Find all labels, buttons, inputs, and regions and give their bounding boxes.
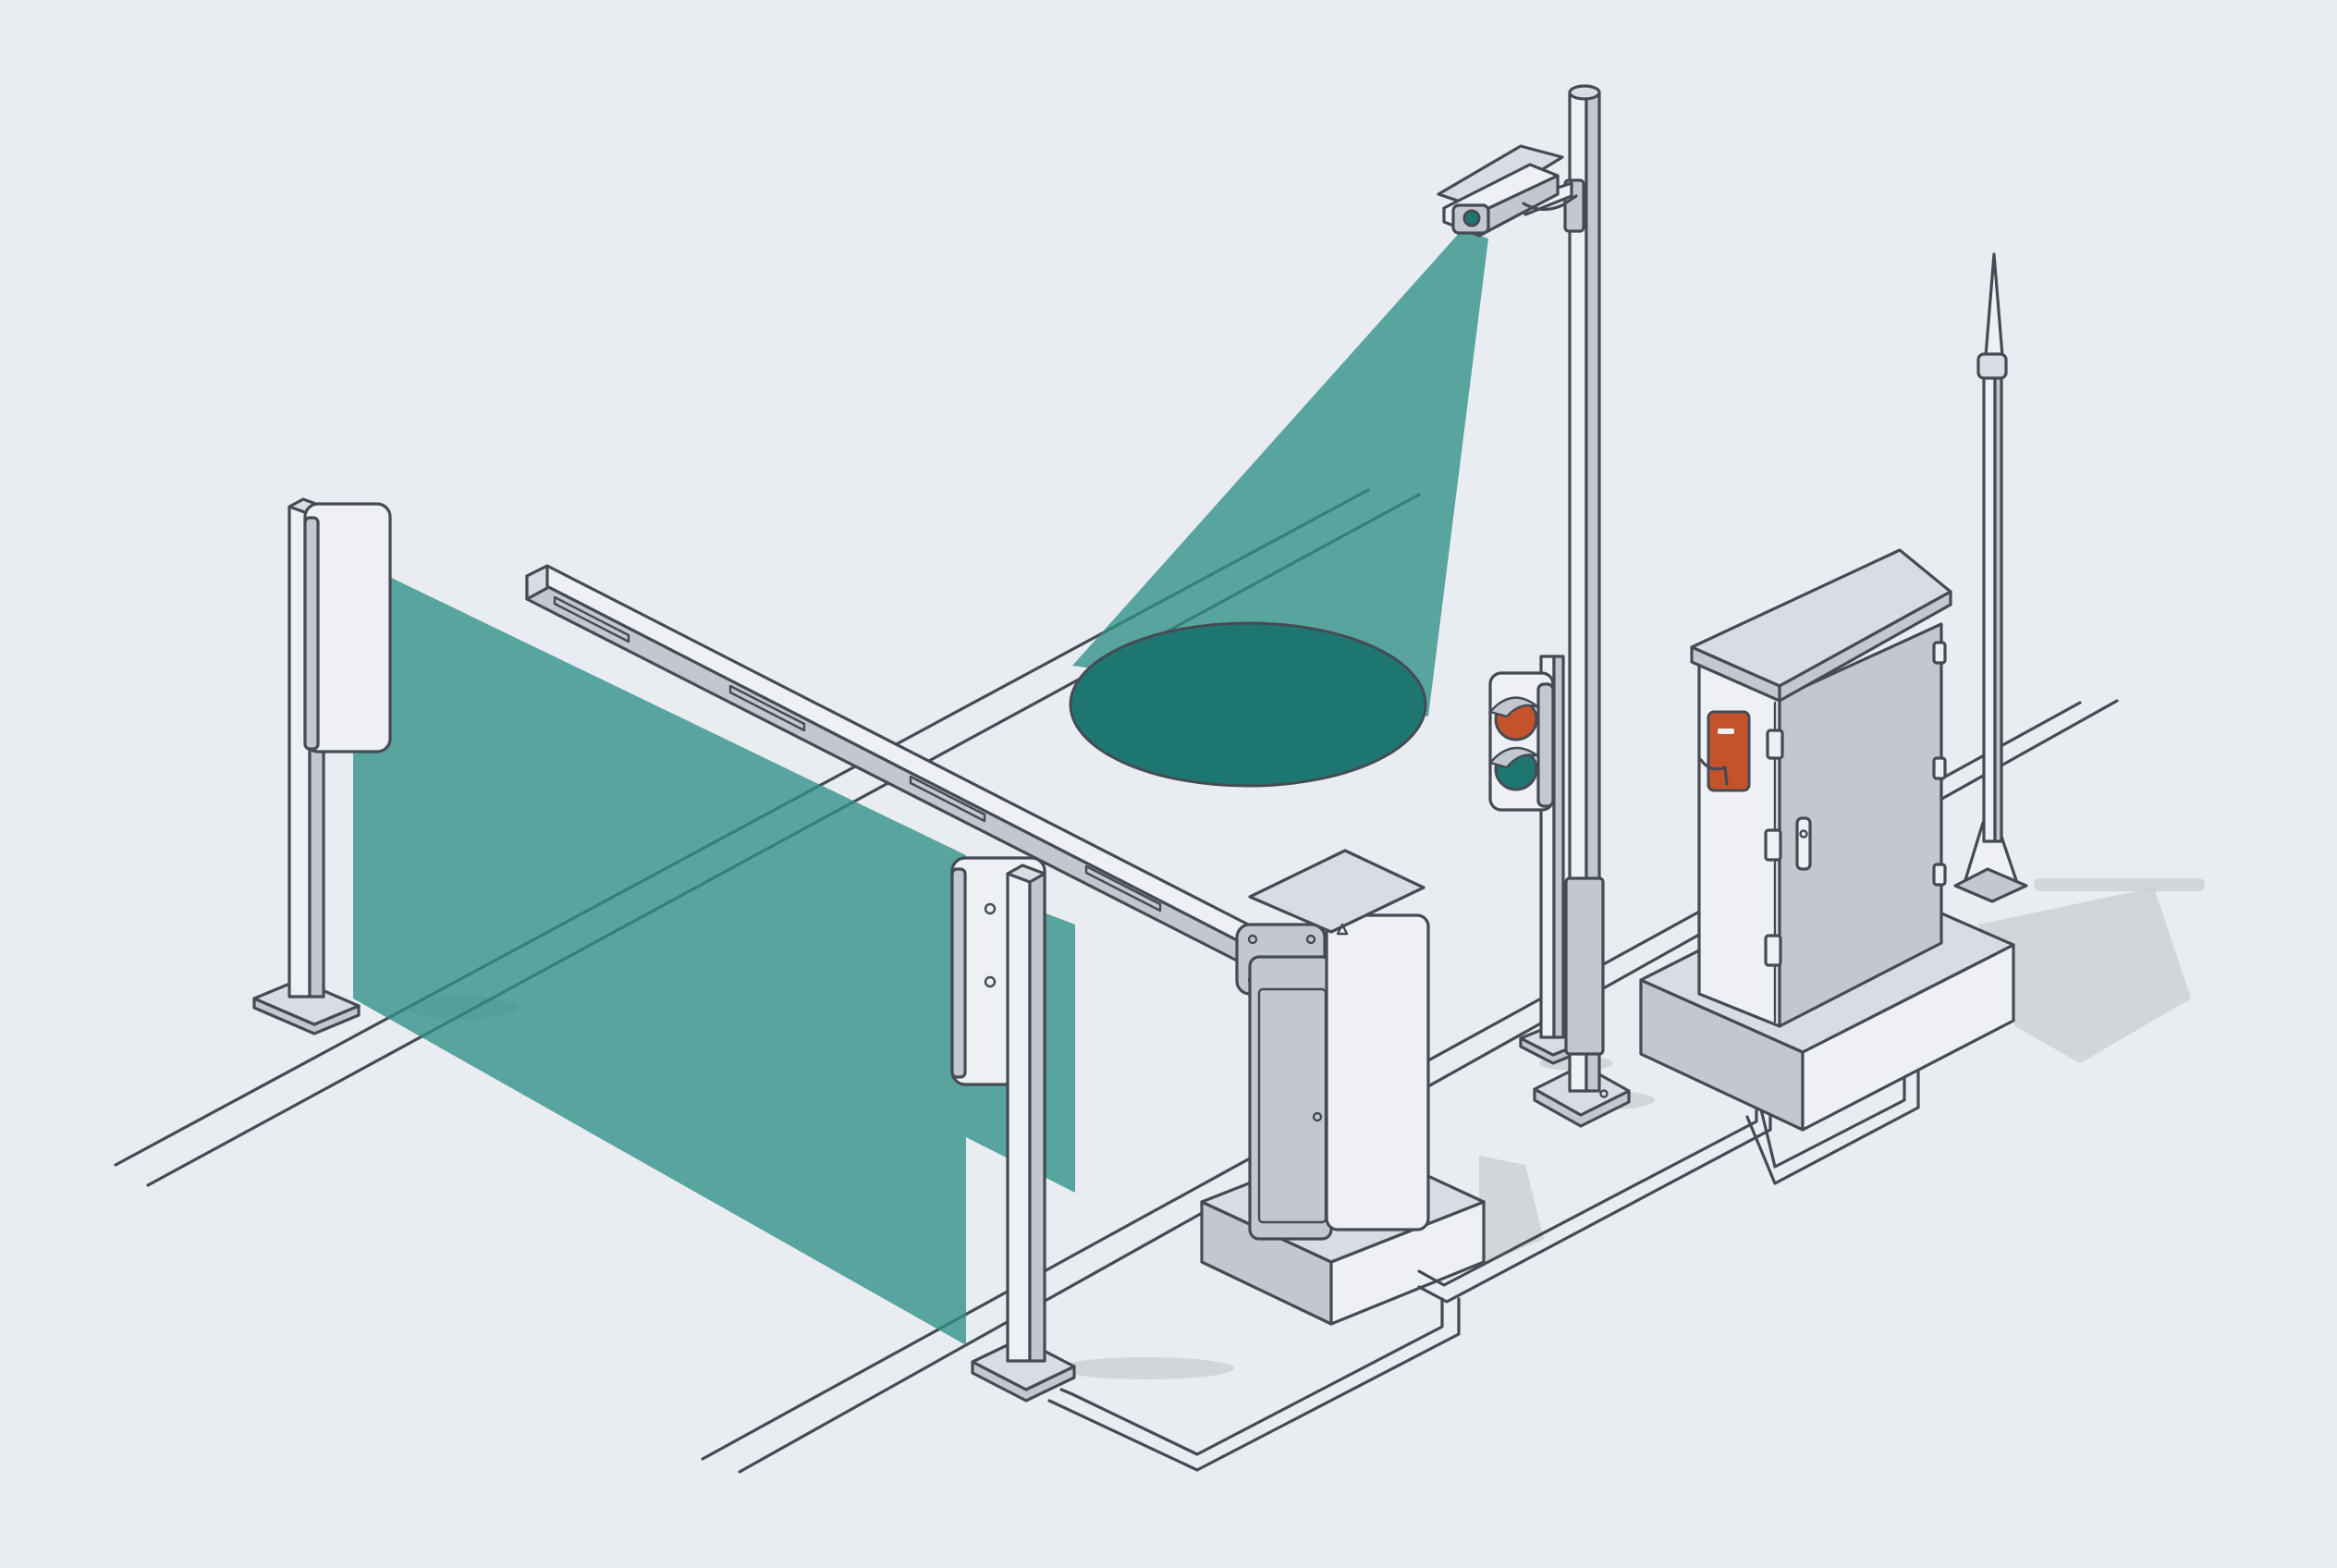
cabinet-hinge — [1764, 934, 1782, 967]
conduit-pipe — [1745, 1057, 1920, 1185]
sign-right-post-cap — [1006, 864, 1046, 884]
traffic-housing-side — [1536, 682, 1555, 808]
boom-reflector — [909, 775, 986, 823]
cabinet-roof-edge-right — [1778, 590, 1952, 703]
cabinet-warning-handle[interactable] — [1699, 758, 1729, 786]
cabinet-hinge — [1766, 729, 1784, 760]
cabinet-hinge — [1764, 828, 1782, 862]
cabinet-door-handle[interactable] — [1795, 816, 1812, 871]
antenna-shaft-side — [1993, 354, 2003, 843]
traffic-green-visor — [1487, 746, 1539, 769]
camera-mount — [1522, 194, 1578, 212]
gate-body-front — [1325, 913, 1430, 1231]
cabinet-shadow — [1978, 888, 2191, 1063]
sign-right-panel-edge — [950, 867, 967, 1079]
sign-bolt — [984, 902, 997, 915]
ground-shadows — [407, 878, 2205, 1379]
cabinet-lock[interactable] — [1799, 829, 1808, 839]
boom-reflector — [553, 595, 630, 643]
gate-top-arrow — [1336, 923, 1349, 936]
camera-lens — [1462, 209, 1481, 227]
barrier-gate-cabinet[interactable] — [1200, 849, 1486, 1326]
cabinet-warning-label — [1718, 729, 1734, 734]
boom-reflector — [1084, 864, 1162, 913]
sign-left-panel-edge — [303, 516, 320, 751]
camera-view-cone — [1069, 229, 1488, 788]
cctv-camera — [1437, 144, 1578, 238]
sign-right-post — [1006, 872, 1032, 1363]
exit-sign-post — [950, 856, 1076, 1403]
pole-base-bolt — [1599, 1089, 1609, 1098]
antenna-shadow — [2034, 878, 2205, 891]
boom-reflector — [728, 684, 806, 732]
gate-door-lock[interactable] — [1312, 1111, 1323, 1122]
hinge-bolt — [1247, 934, 1258, 945]
pole-cap — [1568, 84, 1601, 101]
gate-body-top — [1248, 849, 1425, 934]
light-curtain-front — [353, 559, 966, 1345]
sign-left-base-top — [252, 978, 361, 1026]
cabinet-side-latch — [1932, 863, 1947, 887]
conduit-pipe — [1059, 1297, 1444, 1456]
cabinet-side-latch — [1932, 641, 1947, 665]
conduit-pipe — [1047, 1297, 1461, 1472]
sign-bolt — [984, 975, 997, 988]
camera-cone-beam — [1072, 229, 1488, 717]
camera-cone-footprint — [1069, 621, 1427, 788]
antenna-collar — [1976, 352, 2008, 380]
entry-sign-post — [252, 497, 392, 1035]
gate-service-door[interactable] — [1257, 987, 1328, 1224]
antenna-base-plate — [1953, 867, 2028, 903]
pole-sleeve — [1564, 876, 1605, 1056]
gate-shadow — [1479, 1156, 1544, 1267]
conduit-pipe — [1417, 1098, 1758, 1287]
traffic-post-side — [1552, 655, 1565, 1039]
sign-right-post-side — [1028, 872, 1046, 1363]
hinge-bolt — [1305, 934, 1316, 945]
sign-shadow-right — [1058, 1357, 1234, 1379]
camera-pole — [1523, 84, 1631, 1128]
control-cabinet[interactable] — [1639, 548, 2015, 1132]
sign-right-base-top — [971, 1337, 1076, 1391]
cabinet-warning-box[interactable] — [1707, 710, 1751, 792]
antenna-shaft — [1982, 354, 1997, 843]
traffic-red-visor — [1487, 696, 1539, 718]
boom-arm-tip — [525, 564, 549, 601]
traffic-light — [1487, 655, 1585, 1065]
cabinet-side-latch — [1932, 756, 1947, 780]
gate-body-side — [1248, 955, 1333, 1241]
cabinet-right-face — [1778, 622, 1943, 1028]
antenna-mast — [1953, 252, 2028, 903]
